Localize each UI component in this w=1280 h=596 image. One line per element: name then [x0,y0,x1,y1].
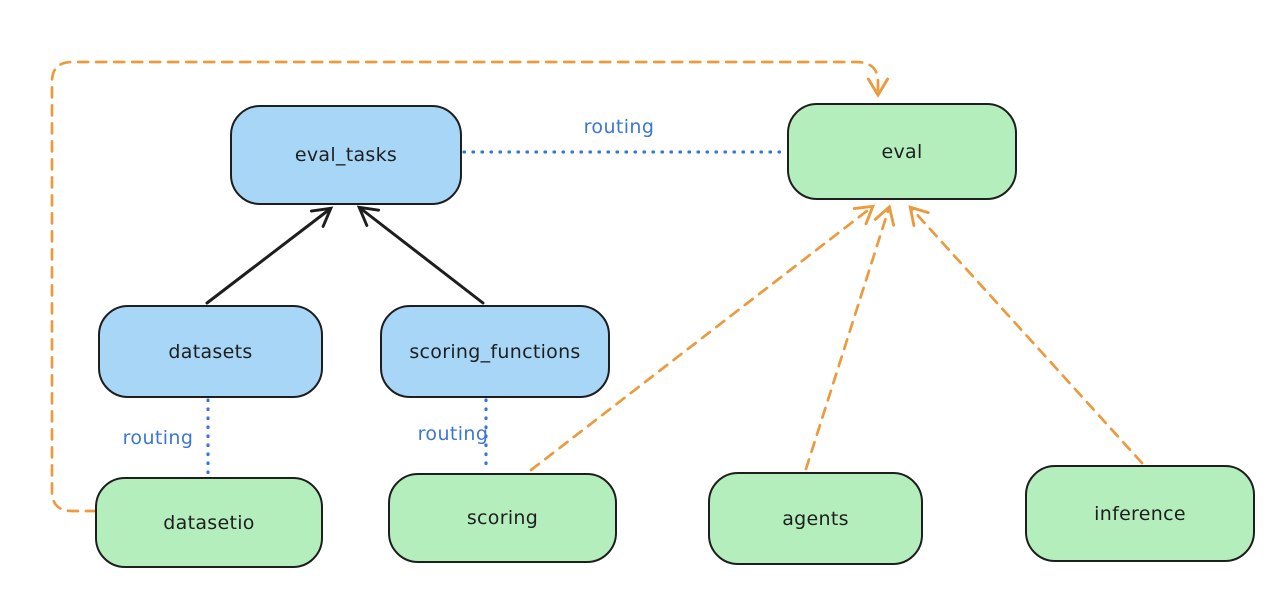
edge-inference-to-eval [908,205,1144,465]
node-scoring-label: scoring [466,507,539,529]
node-datasetio: datasetio [95,477,323,568]
edge-label-routing-datasets-datasetio: routing [122,427,194,449]
edge-datasetio-to-eval [50,60,890,513]
edge-scoring-to-eval [529,204,876,472]
node-datasets: datasets [98,305,323,398]
edge-label-routing-scoring-functions-scoring: routing [417,423,489,445]
edge-scoring-functions-to-eval-tasks [356,205,485,305]
node-eval-tasks-label: eval_tasks [294,144,398,166]
node-scoring-functions: scoring_functions [380,305,610,398]
node-scoring-functions-label: scoring_functions [409,340,581,363]
node-eval-tasks: eval_tasks [230,105,462,205]
node-eval: eval [787,103,1017,200]
edge-agents-to-eval [804,204,896,471]
node-datasets-label: datasets [168,340,253,363]
edge-label-routing-eval-tasks-eval: routing [583,116,655,138]
node-agents: agents [708,472,923,565]
edge-datasets-to-eval-tasks [205,206,334,305]
node-agents-label: agents [782,507,849,530]
node-eval-label: eval [881,140,923,163]
node-inference: inference [1025,465,1255,562]
node-scoring: scoring [388,473,617,563]
node-inference-label: inference [1094,502,1186,525]
node-datasetio-label: datasetio [163,511,255,534]
